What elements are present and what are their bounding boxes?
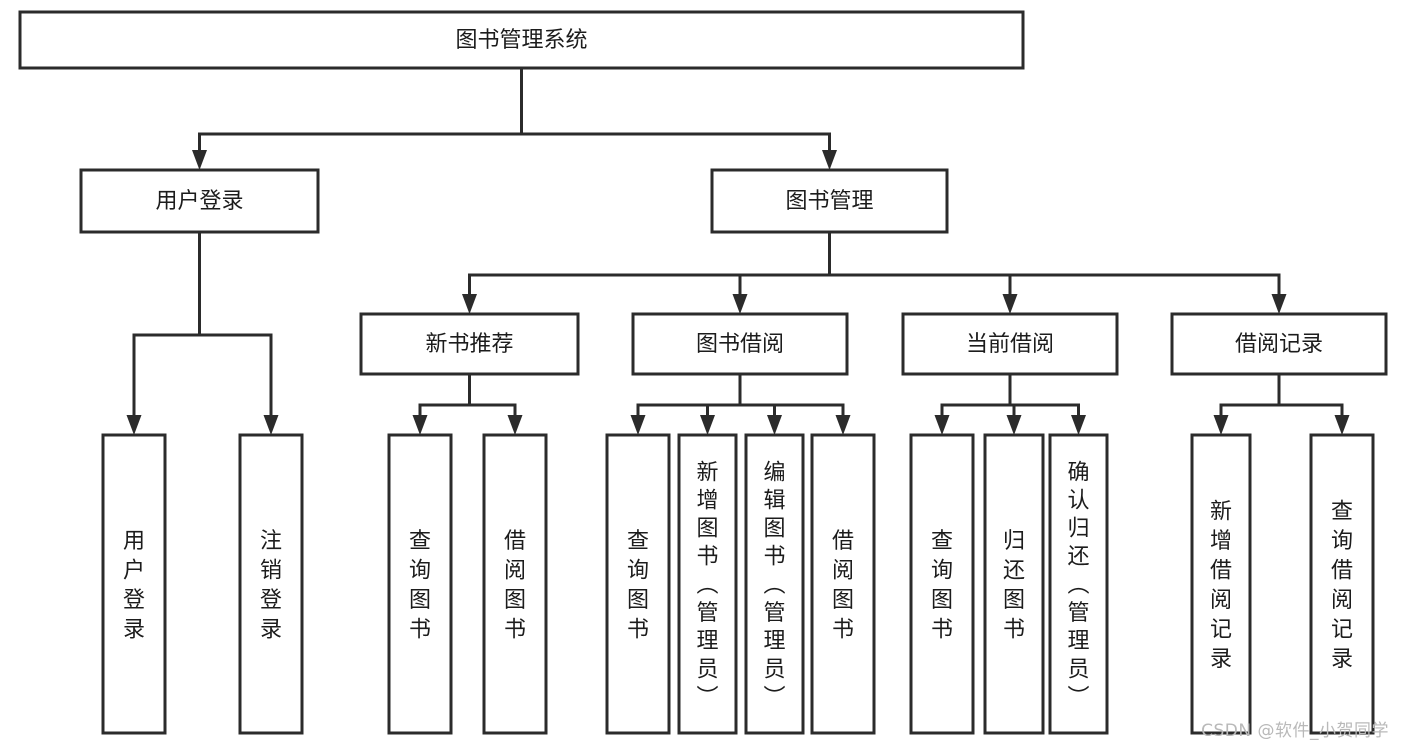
node-label: 用户登录 (155, 189, 243, 214)
node-label: 编辑图书︵管理员︶ (763, 460, 785, 710)
csdn-watermark: CSDN @软件_小贺同学 (1201, 721, 1389, 741)
node-label: 查询图书 (409, 529, 431, 642)
connector-edges (126, 66, 1350, 435)
node-user-login[interactable]: 用户登录 (79, 168, 320, 234)
node-new-book-recommend[interactable]: 新书推荐 (359, 312, 580, 376)
node-leaf-query-book-3[interactable]: 查询图书 (909, 433, 975, 735)
node-leaf-user-login[interactable]: 用户登录 (101, 433, 167, 735)
node-leaf-query-book-1[interactable]: 查询图书 (387, 433, 453, 735)
node-current-borrow[interactable]: 当前借阅 (901, 312, 1119, 376)
node-leaf-borrow-book-2[interactable]: 借阅图书 (810, 433, 876, 735)
node-label: 借阅图书 (504, 529, 526, 642)
node-leaf-add-borrow-record[interactable]: 新增借阅记录 (1190, 433, 1252, 735)
node-leaf-query-borrow-record[interactable]: 查询借阅记录 (1309, 433, 1375, 735)
node-leaf-confirm-return[interactable]: 确认归还︵管理员︶ (1048, 433, 1109, 735)
node-label: 图书管理系统 (455, 28, 587, 53)
node-root-system-title[interactable]: 图书管理系统 (18, 10, 1025, 70)
node-boxes: 图书管理系统用户登录图书管理新书推荐图书借阅当前借阅借阅记录用户登录注销登录查询… (18, 10, 1388, 735)
node-leaf-edit-book[interactable]: 编辑图书︵管理员︶ (744, 433, 805, 735)
node-label: 查询借阅记录 (1331, 500, 1353, 672)
node-label: 图书管理 (785, 189, 873, 214)
node-label: 借阅记录 (1235, 332, 1323, 357)
node-leaf-borrow-book-1[interactable]: 借阅图书 (482, 433, 548, 735)
node-leaf-query-book-2[interactable]: 查询图书 (605, 433, 671, 735)
node-label: 归还图书 (1003, 529, 1025, 642)
node-label: 用户登录 (123, 529, 145, 642)
node-leaf-add-book[interactable]: 新增图书︵管理员︶ (677, 433, 738, 735)
node-label: 确认归还︵管理员︶ (1067, 460, 1089, 710)
node-label: 查询图书 (627, 529, 649, 642)
node-label: 新增图书︵管理员︶ (696, 460, 718, 710)
node-book-borrow[interactable]: 图书借阅 (631, 312, 849, 376)
node-label: 图书借阅 (696, 332, 784, 357)
node-label: 借阅图书 (832, 529, 854, 642)
node-label: 查询图书 (931, 529, 953, 642)
node-leaf-return-book[interactable]: 归还图书 (983, 433, 1045, 735)
node-book-manage[interactable]: 图书管理 (710, 168, 949, 234)
node-label: 注销登录 (260, 529, 282, 642)
node-leaf-user-logout[interactable]: 注销登录 (238, 433, 304, 735)
node-label: 当前借阅 (966, 332, 1054, 357)
node-borrow-record[interactable]: 借阅记录 (1170, 312, 1388, 376)
node-label: 新增借阅记录 (1210, 500, 1232, 672)
node-label: 新书推荐 (425, 332, 513, 357)
